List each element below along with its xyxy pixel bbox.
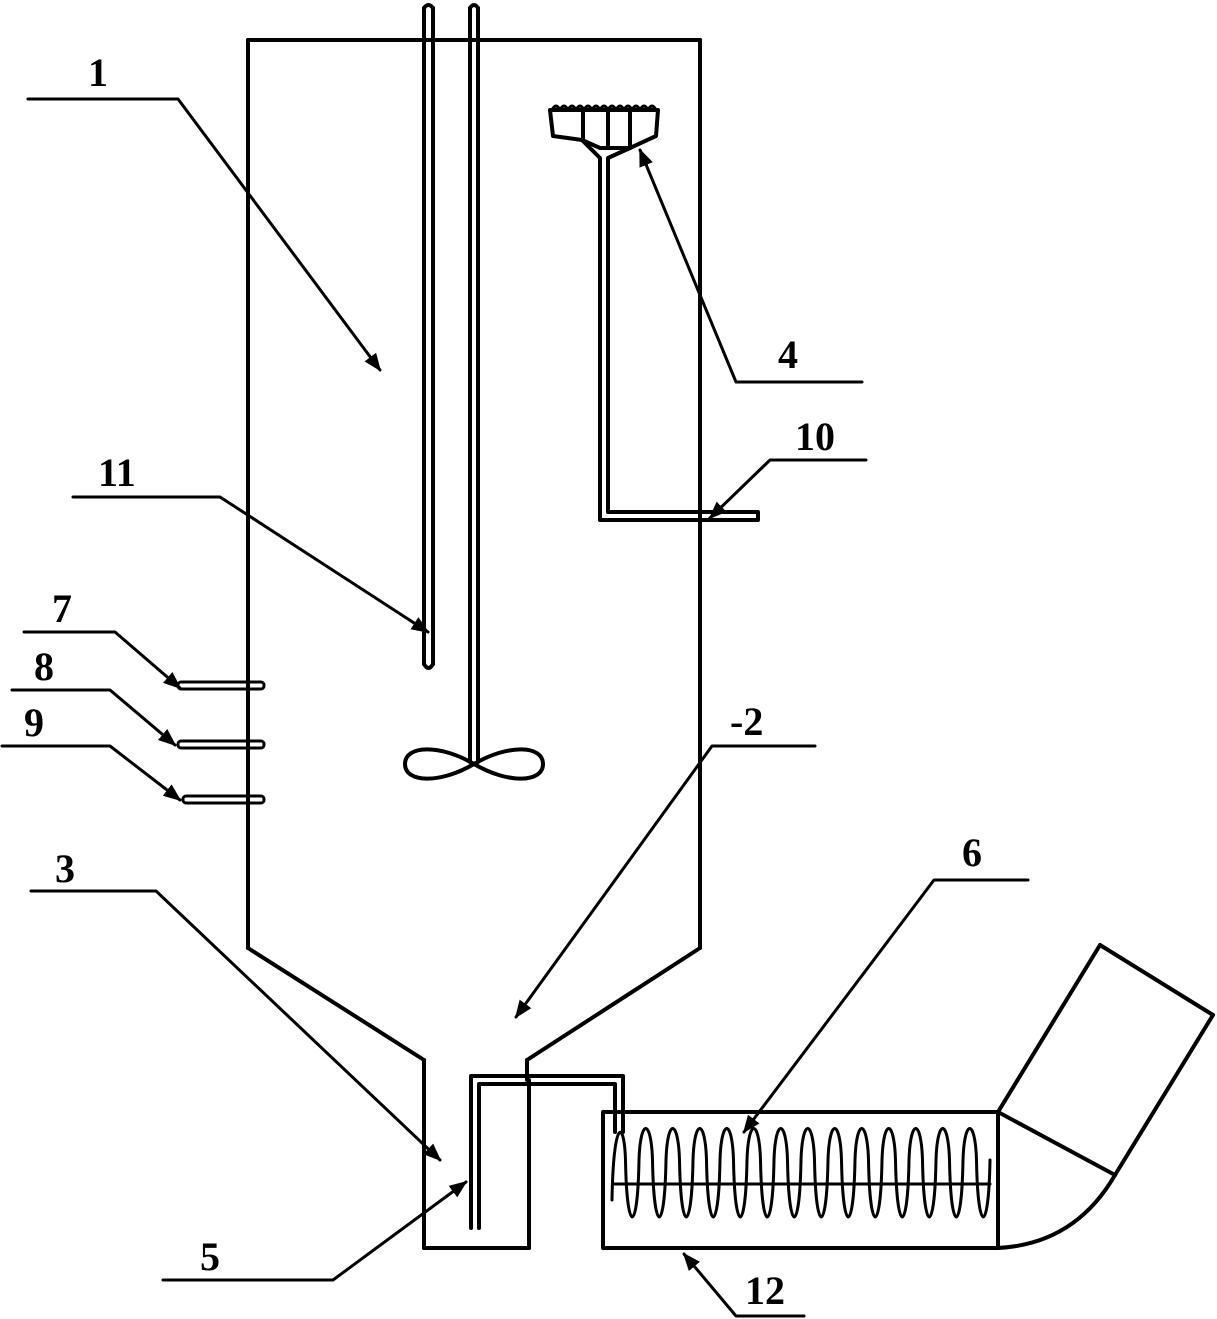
thermometer-tube [422, 3, 435, 670]
label-6: 6 [962, 830, 982, 875]
label-9: 9 [24, 700, 44, 745]
label-1: 1 [88, 50, 108, 95]
side-ports [176, 680, 266, 805]
discharge-hopper [996, 943, 1215, 1250]
spray-nozzle [548, 104, 760, 522]
label-7: 7 [52, 586, 72, 631]
label-8: 8 [34, 644, 54, 689]
reactor-vessel [246, 38, 702, 1062]
stirrer [403, 3, 545, 781]
label-10: 10 [795, 414, 835, 459]
part-labels: 1 4 10 11 7 8 9 -2 6 3 5 12 [24, 50, 982, 1313]
label-2: -2 [730, 699, 763, 744]
screw-flight-coil [610, 1127, 992, 1219]
screw-conveyor [601, 1110, 1000, 1250]
leader-lines [0, 97, 1030, 1318]
transfer-pipe [469, 1074, 625, 1230]
label-12: 12 [745, 1268, 785, 1313]
label-3: 3 [55, 846, 75, 891]
outlet-chamber [422, 1058, 531, 1250]
label-4: 4 [778, 332, 798, 377]
label-11: 11 [98, 450, 136, 495]
label-5: 5 [200, 1234, 220, 1279]
stirrer-blade [403, 747, 545, 781]
